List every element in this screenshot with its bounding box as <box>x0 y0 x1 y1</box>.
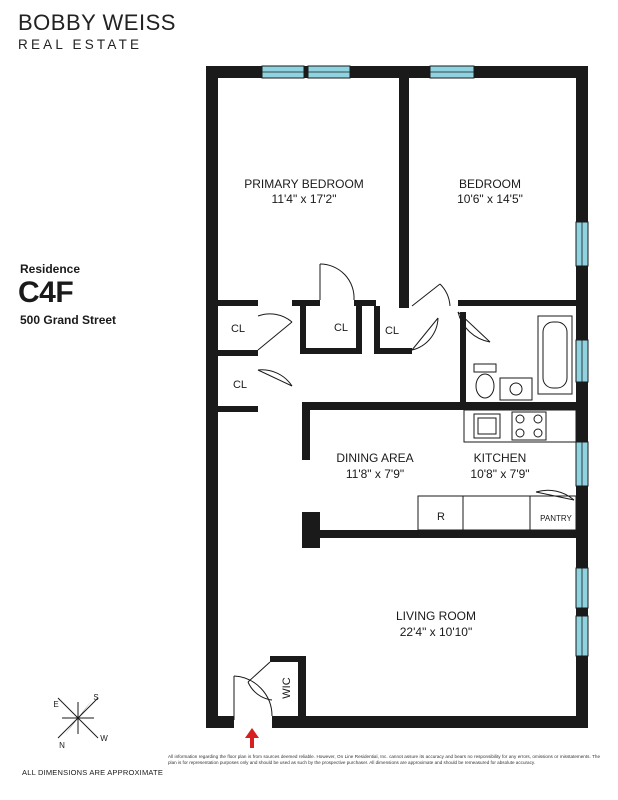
compass-e: E <box>53 700 58 709</box>
living-room-name: LIVING ROOM <box>396 609 476 623</box>
window-mullions <box>262 71 583 656</box>
pantry-label: PANTRY <box>540 514 572 523</box>
kitchen-name: KITCHEN <box>474 451 527 465</box>
dining-area-name: DINING AREA <box>336 451 413 465</box>
closet-label-left-lower: CL <box>233 379 247 391</box>
refrigerator-label: R <box>437 511 445 523</box>
primary-bedroom-dims: 11'4" x 17'2" <box>272 192 337 206</box>
bedroom-name: BEDROOM <box>459 177 521 191</box>
walls <box>206 66 588 728</box>
disclaimer-text: All information regarding the floor plan… <box>168 754 600 765</box>
tub-basin <box>542 321 568 389</box>
living-room-dims: 22'4" x 10'10" <box>400 625 473 639</box>
walk-in-closet-label: WIC <box>281 677 293 698</box>
stove <box>511 411 547 441</box>
compass-icon <box>57 697 99 739</box>
primary-bedroom-name: PRIMARY BEDROOM <box>244 177 364 191</box>
closet-label-right: CL <box>385 325 399 337</box>
kitchen-fixtures <box>417 409 577 531</box>
brand-tagline: REAL ESTATE <box>18 37 143 52</box>
bathtub <box>537 315 573 395</box>
residence-address: 500 Grand Street <box>20 313 117 327</box>
residence-label: Residence <box>20 262 81 276</box>
vanity <box>499 377 533 401</box>
residence-unit: C4F <box>18 276 74 309</box>
windows <box>261 65 589 657</box>
bathroom-fixtures <box>473 315 573 401</box>
closet-label-center: CL <box>334 322 348 334</box>
toilet-tank <box>473 363 497 373</box>
brand-name: BOBBY WEISS <box>18 10 176 35</box>
kitchen-dims: 10'8" x 7'9" <box>470 467 529 481</box>
compass-s: S <box>93 693 98 702</box>
closet-label-left-upper: CL <box>231 323 245 335</box>
compass-w: W <box>100 734 108 743</box>
dining-area-dims: 11'8" x 7'9" <box>346 467 404 481</box>
toilet-bowl <box>475 373 495 399</box>
dimensions-note: ALL DIMENSIONS ARE APPROXIMATE <box>22 768 164 777</box>
lower-counter <box>417 495 577 531</box>
entry-arrow-icon <box>245 728 259 748</box>
door-swings <box>233 263 575 720</box>
sink <box>473 413 501 439</box>
bedroom-dims: 10'6" x 14'5" <box>457 192 523 206</box>
kitchen-counter <box>463 409 577 443</box>
compass-n: N <box>59 741 65 750</box>
